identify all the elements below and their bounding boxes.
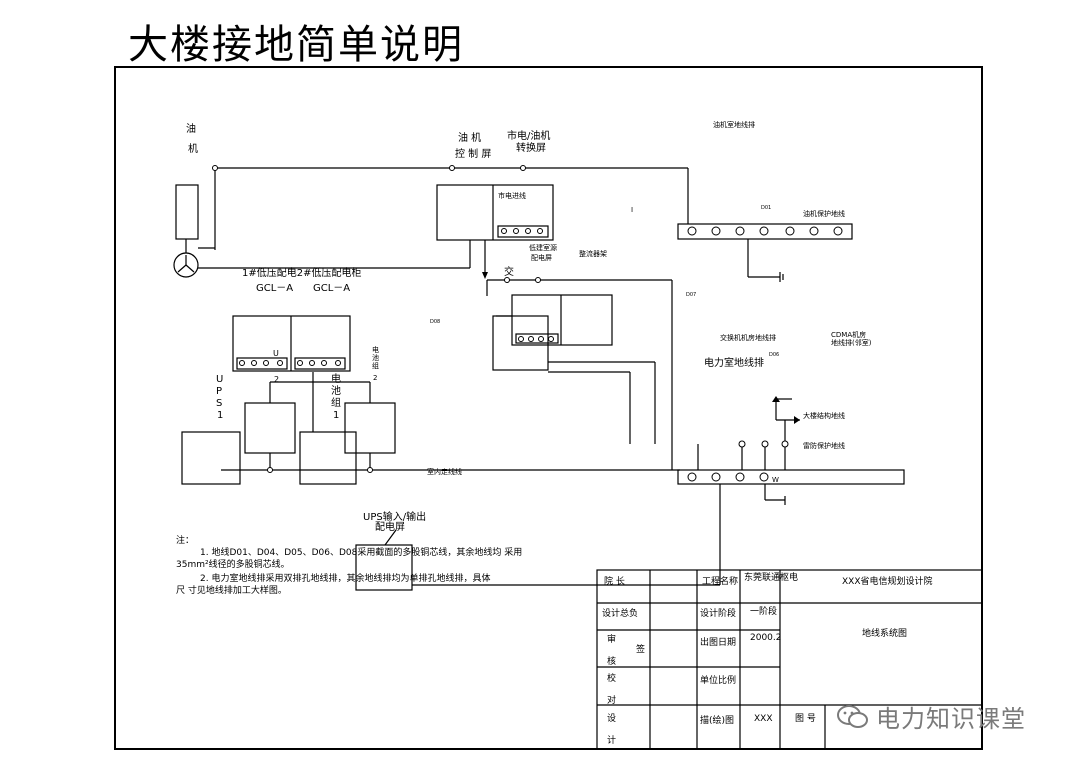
battery2-v1: 电 bbox=[372, 345, 379, 354]
battery1-v3: 组 bbox=[331, 396, 341, 409]
watermark: 电力知识课堂 bbox=[836, 699, 1026, 734]
oil-machine-box bbox=[175, 184, 199, 240]
tb-drawing-name: 地线系统图 bbox=[862, 627, 907, 639]
u2-v1: U bbox=[273, 349, 279, 358]
ups-io-label-2: 配电屏 bbox=[375, 520, 405, 533]
oil-room-bus-label: 油机室地线排 bbox=[713, 120, 755, 129]
notes-head: 注： bbox=[176, 534, 194, 546]
battery2-box bbox=[344, 402, 396, 454]
tb-check-2: 对 bbox=[607, 694, 616, 706]
lightning-protect-label: 雷防保护地线 bbox=[803, 441, 845, 450]
wechat-icon bbox=[837, 704, 868, 728]
battery1-box bbox=[299, 431, 357, 485]
tb-design-chief: 设计总负 bbox=[602, 607, 638, 619]
battery2-v4: 2 bbox=[373, 374, 377, 382]
cdma-room-label-1: CDMA机房 bbox=[831, 330, 866, 339]
oil-protect-bus bbox=[677, 223, 853, 240]
oil-ctrl-label-1: 油 机 bbox=[458, 131, 481, 144]
mains-inlet-label: 市电进线 bbox=[498, 191, 526, 200]
ups1-v3: S bbox=[216, 398, 222, 409]
ups2-box bbox=[244, 402, 296, 454]
notes-line-4: 尺 寸见地线排加工大样图。 bbox=[176, 584, 287, 596]
oil-protect-label: 油机保护地线 bbox=[803, 209, 845, 218]
cdma-room-label-2: 地线排(邻室) bbox=[831, 338, 872, 347]
d06-label: D06 bbox=[769, 352, 779, 358]
gcl-a-label-2: GCL－A bbox=[313, 283, 350, 294]
tb-institute: XXX省电信规划设计院 bbox=[842, 575, 933, 587]
building-power-label-2: 配电屏 bbox=[531, 253, 552, 262]
switch-room-bus-label: 交换机机房地线排 bbox=[720, 333, 776, 342]
watermark-text: 电力知识课堂 bbox=[876, 705, 1026, 733]
tb-drawing-no: 图 号 bbox=[795, 713, 816, 724]
power-room-bus bbox=[677, 469, 905, 485]
battery1-v1: 电 bbox=[331, 372, 341, 385]
power-room-bus-label: 电力室地线排 bbox=[704, 356, 764, 369]
tb-proj-name-value: 东莞联通枢电 bbox=[744, 571, 798, 583]
notes-line-3: 2. 电力室地线排采用双排孔地线排，其余地线排均为单排孔地线排，具体 bbox=[200, 572, 490, 584]
tb-approve: 签 bbox=[636, 643, 645, 655]
low-voltage-label: 1#低压配电2#低压配电柜 bbox=[242, 266, 361, 279]
d07-label: D07 bbox=[686, 292, 696, 298]
mark-i: I bbox=[631, 206, 633, 214]
ups-io-label-1: UPS输入/输出 bbox=[363, 510, 426, 523]
page-title: 大楼接地简单说明 bbox=[128, 22, 464, 68]
building-struct-label: 大楼结构地线 bbox=[803, 411, 845, 420]
ac-distribution-panel bbox=[511, 294, 613, 346]
tb-issue-date-label: 出图日期 bbox=[700, 636, 736, 648]
gcl-a-label-1: GCL－A bbox=[256, 283, 293, 294]
notes-line-1: 1. 地线D01、D04、D05、D06、D08采用截面的多股铜芯线，其余地线均… bbox=[200, 546, 522, 558]
cable-route-label: 室内走线线 bbox=[427, 467, 462, 476]
u2-v2: 2 bbox=[274, 375, 279, 384]
ups1-box bbox=[181, 431, 241, 485]
ac-label: 交 bbox=[504, 265, 514, 278]
tb-review-2: 核 bbox=[607, 655, 616, 667]
tb-drawn-label: 描(绘)图 bbox=[700, 714, 734, 726]
ups1-v2: P bbox=[216, 386, 222, 397]
d01-label: D01 bbox=[761, 205, 771, 211]
d08-label: D08 bbox=[430, 319, 440, 325]
rectifier-rack-label: 整流器架 bbox=[579, 249, 607, 258]
battery1-v4: 1 bbox=[333, 410, 339, 421]
tb-proj-name-label: 工程名称 bbox=[702, 575, 738, 587]
tb-review-1: 审 bbox=[607, 633, 616, 645]
tb-issue-date-value: 2000.2 bbox=[750, 633, 782, 643]
oil-machine-label-1: 油 bbox=[186, 122, 196, 135]
mains-transfer-label-1: 市电/油机 bbox=[507, 129, 550, 142]
battery2-v3: 组 bbox=[372, 361, 379, 370]
tb-check-1: 校 bbox=[607, 672, 616, 684]
drawing-frame bbox=[114, 66, 983, 750]
tb-design-stage-value: 一阶段 bbox=[750, 605, 777, 617]
ups1-v1: U bbox=[216, 374, 223, 385]
rectifier-rack bbox=[492, 315, 549, 371]
tb-unit-scale: 单位比例 bbox=[700, 674, 736, 686]
oil-control-panel bbox=[436, 184, 554, 241]
tb-design-2: 计 bbox=[607, 734, 616, 746]
notes-line-2: 35mm²线径的多股铜芯线。 bbox=[176, 558, 290, 570]
building-power-label-1: 低建室源 bbox=[529, 243, 557, 252]
oil-ctrl-label-2: 控 制 屏 bbox=[455, 147, 491, 160]
title-block bbox=[596, 569, 983, 750]
tb-design-stage-label: 设计阶段 bbox=[700, 607, 736, 619]
oil-machine-label-2: 机 bbox=[188, 142, 198, 155]
mains-transfer-label-2: 转换屏 bbox=[516, 141, 546, 154]
tb-design-1: 设 bbox=[607, 713, 616, 724]
tb-dean: 院 长 bbox=[604, 575, 625, 587]
tb-drawn-value: XXX bbox=[754, 714, 773, 724]
ups1-v4: 1 bbox=[217, 410, 223, 421]
mark-w: W bbox=[772, 476, 779, 484]
ups-io-panel bbox=[355, 544, 413, 591]
battery2-v2: 池 bbox=[372, 353, 379, 362]
battery1-v2: 池 bbox=[331, 384, 341, 397]
